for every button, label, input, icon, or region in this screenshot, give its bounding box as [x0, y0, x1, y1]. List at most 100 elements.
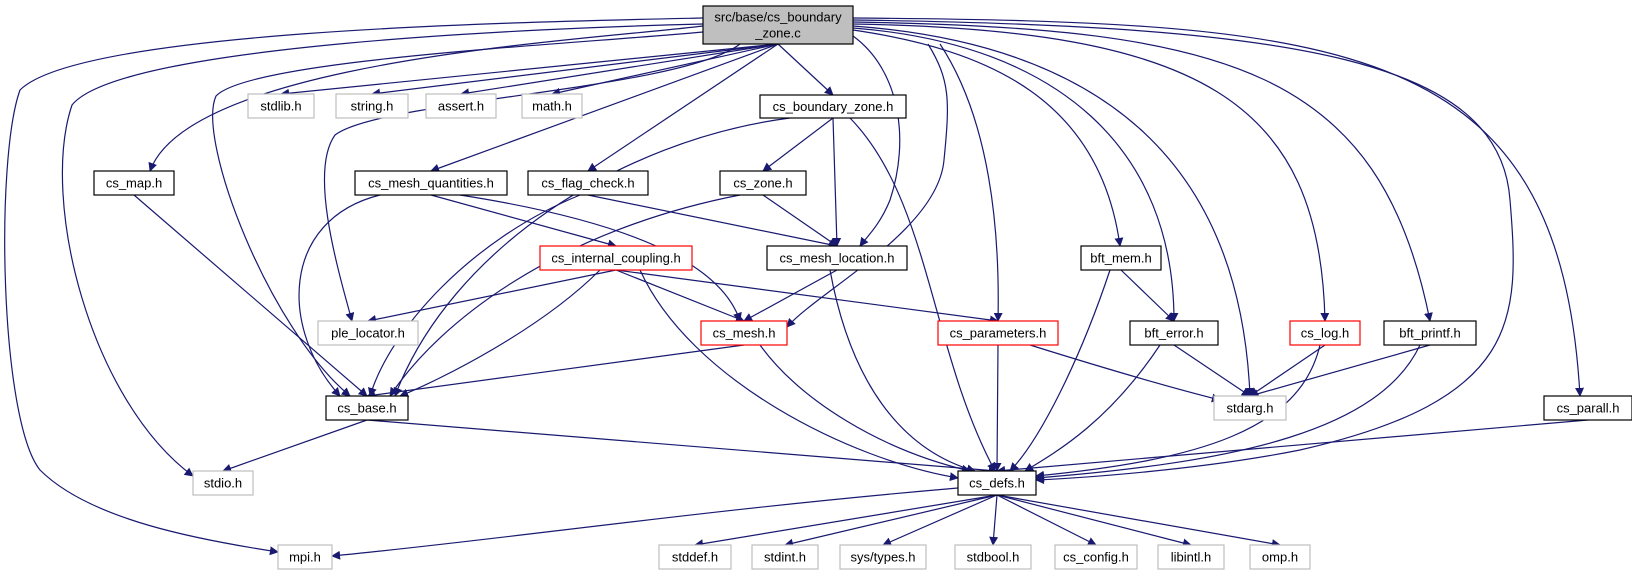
edge-root-to-stdarg — [852, 25, 1255, 397]
edge-cs_mesh-to-cs_defs — [759, 344, 971, 474]
edge-root-to-stdio — [61, 23, 704, 477]
edge-cs_defs-to-mpi — [331, 487, 959, 560]
edge-cs_base-to-cs_defs — [366, 419, 998, 475]
edge-root-to-cs_mesh_quantities — [430, 43, 779, 173]
node-cs-boundary-zone[interactable]: cs_boundary_zone.h — [759, 94, 907, 119]
edge-root-to-cs_base — [212, 31, 704, 397]
node-string: string.h — [335, 93, 409, 119]
node-label: stdint.h — [764, 550, 806, 565]
edge-root-to-cs_flag_check — [587, 43, 779, 172]
node-label: cs_parameters.h — [950, 326, 1047, 341]
node-cs-internal-coupling[interactable]: cs_internal_coupling.h — [539, 245, 693, 271]
edge-bft_error-to-stdarg — [1173, 344, 1251, 397]
node-cs-parall[interactable]: cs_parall.h — [1543, 395, 1632, 421]
node-cs-flag-check[interactable]: cs_flag_check.h — [527, 170, 649, 196]
node-box — [335, 93, 409, 119]
node-box — [719, 170, 807, 196]
node-stdarg: stdarg.h — [1213, 395, 1287, 421]
edge-cs_zone-to-cs_base — [389, 194, 741, 397]
node-root[interactable]: src/base/cs_boundary_zone.c — [702, 5, 854, 45]
node-box — [954, 544, 1032, 570]
node-box — [766, 245, 908, 271]
node-label: assert.h — [438, 99, 484, 114]
edge-root-to-mpi — [4, 17, 704, 556]
edge-cs_zone-to-cs_mesh_location — [762, 194, 838, 247]
edge-cs_parameters-to-cs_defs — [992, 344, 1002, 472]
edge-bft_printf-to-stdarg — [1249, 344, 1431, 399]
node-box — [277, 544, 333, 570]
node-cs-base[interactable]: cs_base.h — [325, 395, 409, 421]
node-label: cs_boundary_zone.h — [773, 99, 894, 114]
node-cs-zone[interactable]: cs_zone.h — [719, 170, 807, 196]
node-box — [1249, 544, 1311, 570]
edge-cs_defs-to-omp — [996, 494, 1281, 549]
edge-root-to-cs_parameters — [939, 43, 1003, 322]
node-cs-parameters[interactable]: cs_parameters.h — [937, 320, 1059, 346]
edge-root-to-assert — [460, 43, 779, 98]
node-box — [1080, 245, 1162, 271]
node-box — [1543, 395, 1632, 421]
node-box — [1129, 320, 1219, 346]
edge-cs_boundary_zone-to-cs_mesh_location — [832, 117, 842, 247]
edge-bft_mem-to-bft_error — [1120, 269, 1175, 322]
edge-root-to-cs_map — [148, 25, 704, 172]
node-cs-log[interactable]: cs_log.h — [1289, 320, 1361, 346]
node-box — [247, 93, 315, 119]
node-box — [192, 470, 254, 496]
edge-cs_log-to-stdarg — [1249, 344, 1326, 397]
node-cs-config: cs_config.h — [1054, 544, 1138, 570]
node-label: bft_printf.h — [1399, 326, 1460, 341]
edge-bft_error-to-cs_defs — [1024, 344, 1161, 472]
node-label: bft_error.h — [1144, 326, 1203, 341]
edge-cs_mesh_location-to-cs_mesh — [743, 269, 838, 322]
node-cs-defs[interactable]: cs_defs.h — [957, 470, 1037, 496]
node-ple-locator: ple_locator.h — [317, 320, 419, 346]
node-cs-mesh-quantities[interactable]: cs_mesh_quantities.h — [354, 170, 508, 196]
edge-cs_boundary_zone-to-cs_zone — [762, 117, 834, 172]
node-label: cs_config.h — [1063, 550, 1129, 565]
edge-root-to-cs_defs — [852, 19, 1514, 485]
node-bft-error[interactable]: bft_error.h — [1129, 320, 1219, 346]
edge-cs_internal_coupling-to-cs_base — [399, 269, 601, 398]
edge-cs_flag_check-to-cs_base — [368, 194, 581, 397]
node-box — [425, 93, 497, 119]
node-box — [354, 170, 508, 196]
node-cs-mesh[interactable]: cs_mesh.h — [700, 320, 788, 346]
node-box — [751, 544, 819, 570]
header-nodes: src/base/cs_boundary_zone.c stdlib.h strin… — [93, 5, 1632, 570]
node-box — [937, 320, 1059, 346]
edge-cs_mesh-to-cs_base — [366, 344, 745, 400]
node-box — [317, 320, 419, 346]
node-label: cs_mesh_quantities.h — [368, 176, 494, 191]
edge-cs_internal_coupling-to-ple_locator — [367, 269, 617, 324]
edge-cs_parameters-to-stdarg — [1029, 344, 1221, 403]
edge-cs_boundary_zone-to-cs_defs — [849, 117, 996, 472]
node-label: src/base/cs_boundary — [714, 10, 842, 25]
node-box — [539, 245, 693, 271]
node-box — [658, 544, 732, 570]
edge-cs_mesh_location-to-cs_defs — [829, 269, 976, 474]
edge-cs_log-to-cs_defs — [1035, 344, 1321, 480]
edge-root-to-cs_boundary_zone — [777, 43, 834, 96]
node-omp: omp.h — [1249, 544, 1311, 570]
edge-cs_defs-to-libintl — [996, 494, 1192, 548]
node-stdint: stdint.h — [751, 544, 819, 570]
edge-root-to-bft_printf — [852, 21, 1433, 322]
edge-cs_defs-to-sys_types — [882, 494, 998, 546]
node-label: libintl.h — [1171, 550, 1211, 565]
node-label: cs_zone.h — [733, 176, 792, 191]
node-cs-mesh-location[interactable]: cs_mesh_location.h — [766, 245, 908, 271]
edge-cs_defs-to-stddef — [694, 494, 998, 549]
node-box — [1289, 320, 1361, 346]
node-mpi: mpi.h — [277, 544, 333, 570]
node-bft-mem[interactable]: bft_mem.h — [1080, 245, 1162, 271]
edge-root-to-bft_mem — [852, 29, 1124, 247]
edge-cs_mesh_quantities-to-cs_internal_coupling — [430, 194, 617, 249]
node-label: stdarg.h — [1227, 401, 1274, 416]
node-label: cs_log.h — [1301, 326, 1349, 341]
node-label: cs_base.h — [337, 401, 396, 416]
node-bft-printf[interactable]: bft_printf.h — [1383, 320, 1477, 346]
edge-root-to-ple_locator — [323, 43, 741, 322]
node-stdlib: stdlib.h — [247, 93, 315, 119]
node-cs-map[interactable]: cs_map.h — [93, 170, 175, 196]
